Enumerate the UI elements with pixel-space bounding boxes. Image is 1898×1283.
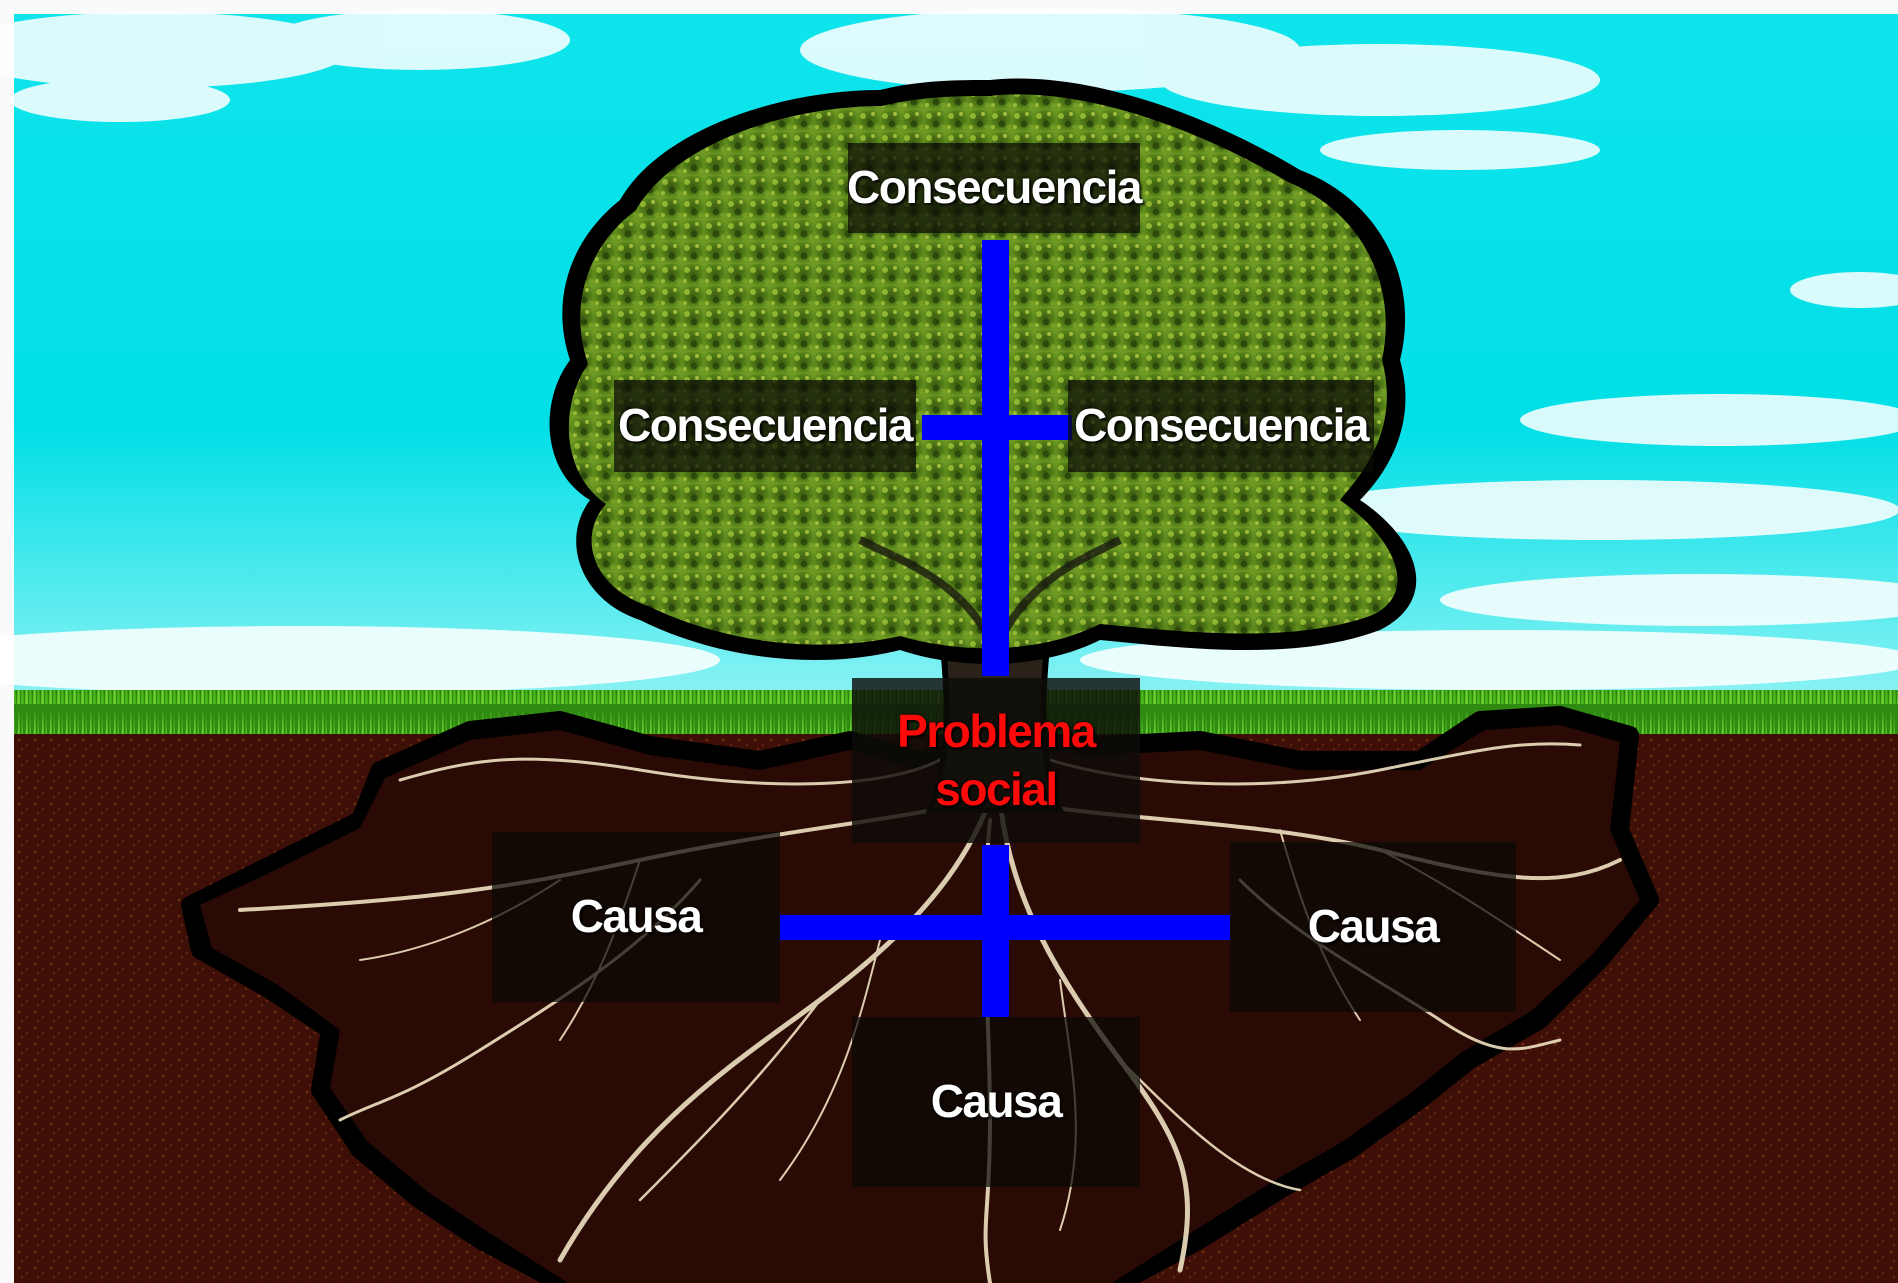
connector-horizontal-bottom (780, 915, 1230, 940)
cause-box-right: Causa (1230, 842, 1516, 1012)
cause-box-left: Causa (492, 832, 780, 1002)
consequence-label: Consecuencia (1074, 397, 1368, 455)
consequence-label: Consecuencia (847, 159, 1141, 217)
problem-box: Problema social (852, 678, 1140, 843)
consequence-box-right: Consecuencia (1068, 380, 1374, 472)
connector-vertical-top (982, 240, 1009, 676)
consequence-box-left: Consecuencia (614, 380, 916, 472)
cause-label: Causa (571, 888, 702, 946)
consequence-label: Consecuencia (618, 397, 912, 455)
consequence-box-top: Consecuencia (848, 143, 1140, 233)
connector-horizontal-top (922, 415, 1072, 440)
cause-label: Causa (931, 1073, 1062, 1131)
problem-label-line1: Problema (897, 703, 1095, 761)
cause-label: Causa (1308, 898, 1439, 956)
problem-label-line2: social (935, 761, 1056, 819)
cause-box-bottom: Causa (852, 1017, 1140, 1187)
